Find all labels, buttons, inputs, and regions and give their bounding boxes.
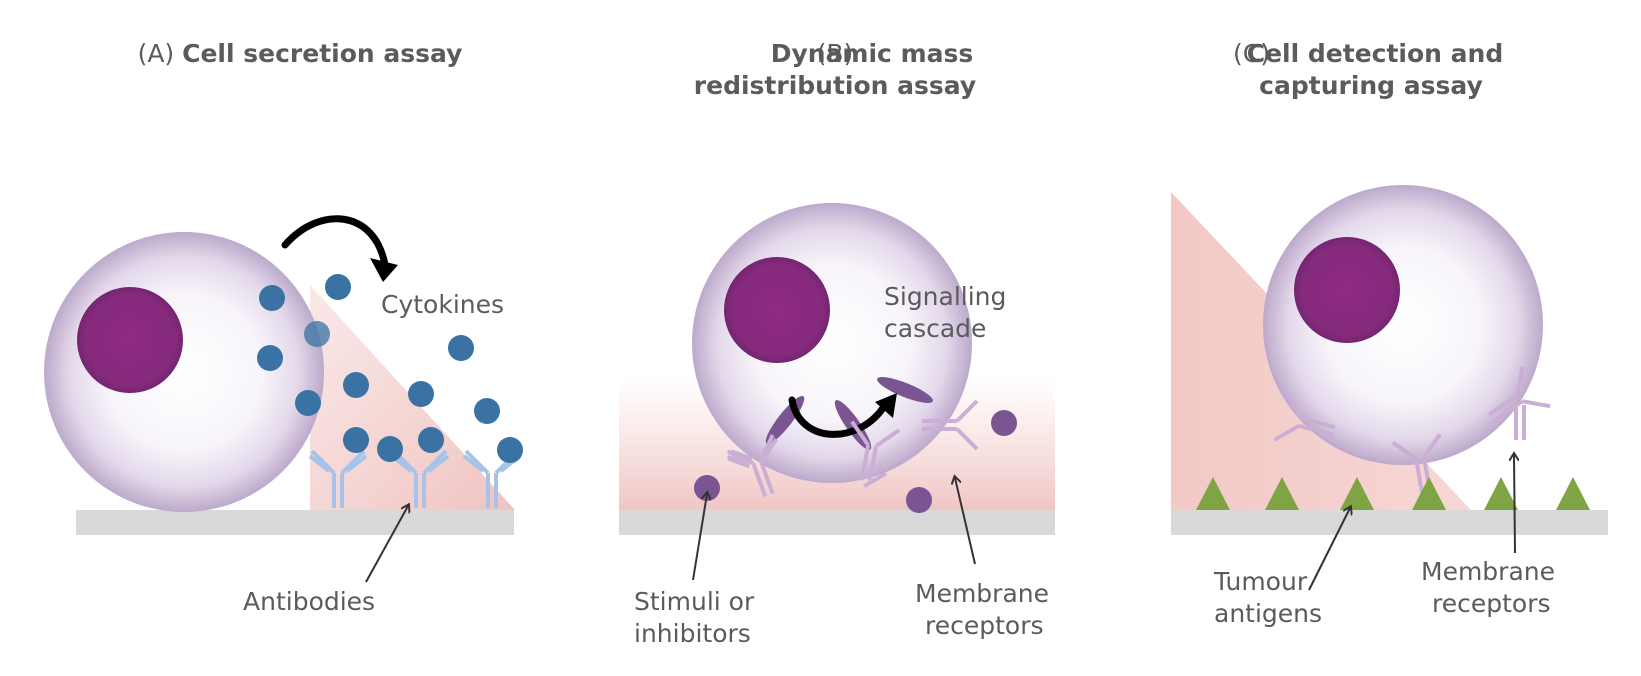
panel-c-title-line1: Cell detection and (1247, 39, 1503, 68)
panel-a-antibodies (308, 449, 522, 508)
tumour-antigens-pointer (1308, 508, 1350, 591)
panel-b-surface (619, 510, 1055, 535)
label-signalling-cascade: Signalling cascade (884, 282, 1014, 343)
label-antibodies: Antibodies (243, 587, 375, 616)
panel-a: (A) Cell secretion assay (44, 39, 523, 616)
panel-b: (B) Dynamic mass redistribution assay (619, 39, 1057, 648)
panel-b-cell (692, 203, 972, 483)
stimuli-pointer (692, 494, 707, 581)
panel-c-surface (1171, 510, 1608, 535)
panel-a-cell (44, 232, 324, 512)
panel-a-nucleus (77, 287, 183, 393)
panel-c-title-line2: capturing assay (1259, 71, 1483, 100)
label-stimuli-or-inhibitors: Stimuli or inhibitors (634, 587, 762, 648)
membrane-receptors-pointer-c (1514, 455, 1515, 554)
panel-b-title: (B) (817, 39, 854, 68)
panel-c: (C) Cell detection and capturing assay T… (1171, 39, 1608, 628)
panel-b-cascade-arrow (788, 393, 897, 438)
panel-c-cell (1263, 185, 1543, 465)
panel-a-secretion-arrow (281, 215, 398, 282)
label-membrane-receptors-b: Membrane receptors (915, 579, 1057, 640)
panel-b-title-bold-2: redistribution assay (694, 71, 976, 100)
panel-a-surface (76, 510, 514, 535)
panel-b-title-bold-1: Dynamic mass (771, 39, 974, 68)
panel-a-title: (A) Cell secretion assay (138, 39, 463, 68)
label-cytokines: Cytokines (381, 290, 504, 319)
panel-b-stimuli (694, 410, 1017, 513)
membrane-receptors-pointer-b (955, 478, 976, 565)
label-tumour-antigens: Tumour antigens (1213, 567, 1322, 628)
panel-c-nucleus (1294, 237, 1400, 343)
antibodies-pointer (365, 506, 408, 583)
panel-b-receptors (726, 399, 979, 497)
label-membrane-receptors-c: Membrane receptors (1421, 557, 1563, 618)
panel-a-cytokines (257, 274, 523, 463)
panel-c-antigens (1196, 477, 1590, 510)
panel-c-title-letter: (C) (1233, 39, 1270, 68)
panel-b-nucleus (724, 257, 830, 363)
panel-c-receptors (1273, 366, 1551, 494)
